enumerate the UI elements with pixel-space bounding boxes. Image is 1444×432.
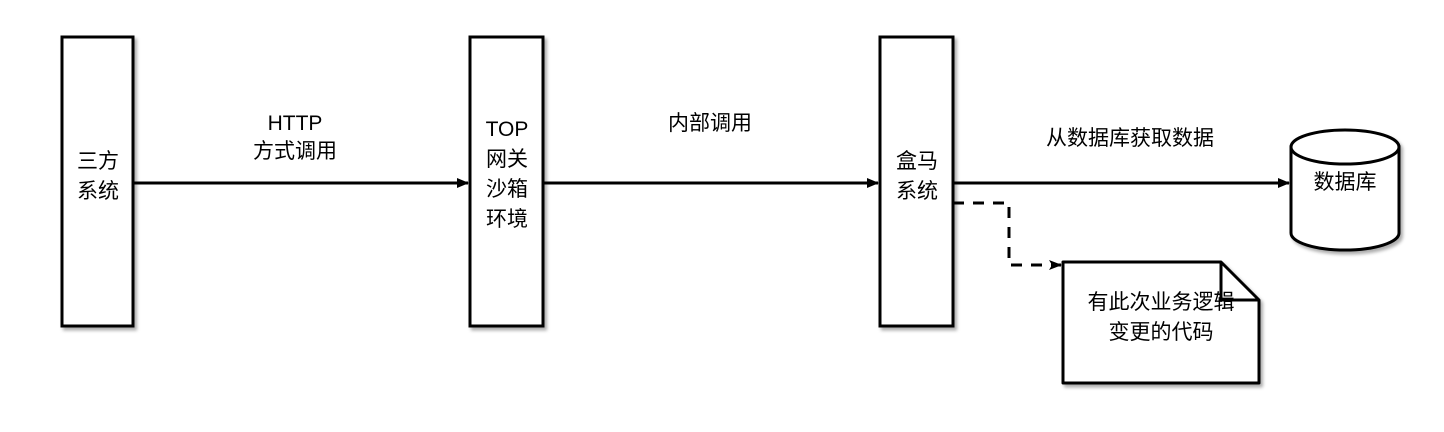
node-database[interactable]	[1289, 128, 1401, 252]
node-hema-system[interactable]	[878, 35, 955, 328]
node-code-note[interactable]	[1061, 260, 1261, 385]
node-top-gateway-sandbox[interactable]	[468, 35, 545, 328]
edge-hema-to-code-note	[953, 201, 1062, 270]
node-third-party-system[interactable]	[60, 35, 135, 328]
